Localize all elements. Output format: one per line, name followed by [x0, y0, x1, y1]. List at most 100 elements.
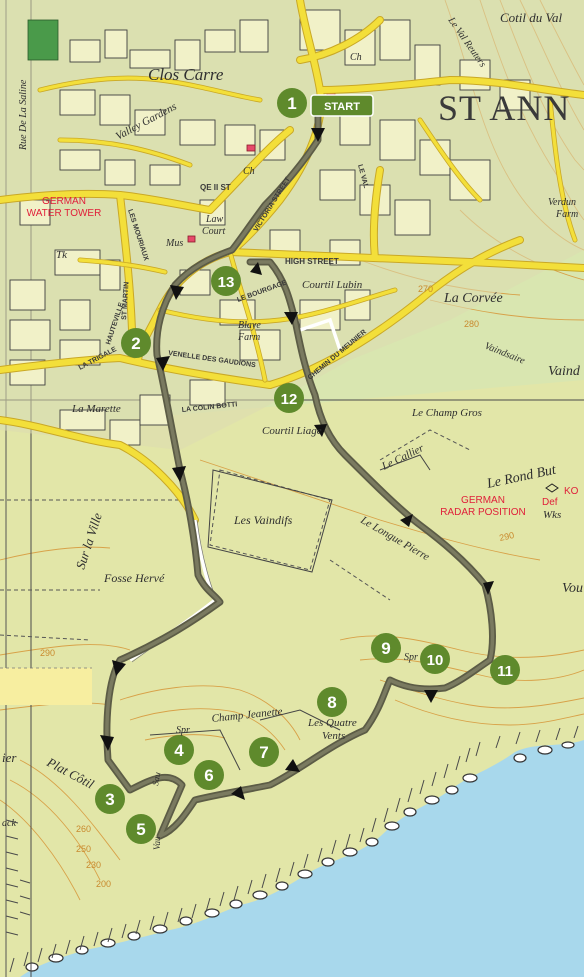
- contour-label-230: 230: [86, 860, 101, 870]
- waypoint-10: 10: [420, 644, 450, 674]
- start-marker: START: [310, 94, 374, 117]
- label-verdun: Verdun: [548, 197, 576, 208]
- road-network: [0, 0, 584, 524]
- label-high-street: HIGH STREET: [285, 257, 339, 266]
- waypoint-circle: [249, 737, 279, 767]
- label-les-vaindifs: Les Vaindifs: [233, 513, 293, 527]
- airfield-strip: [0, 668, 92, 705]
- label-wks: Wks: [543, 509, 561, 521]
- waypoint-circle: [274, 383, 304, 413]
- waypoint-circle: [95, 784, 125, 814]
- waypoint-circle: [121, 328, 151, 358]
- label-vaind: Vaind: [548, 364, 581, 379]
- waypoint-13: 13: [211, 266, 241, 296]
- waypoint-number: 10: [427, 652, 444, 669]
- contour-label-200: 200: [96, 879, 111, 889]
- waypoint-5: 5: [126, 814, 156, 844]
- waypoint-3: 3: [95, 784, 125, 814]
- label-ch-2: Ch: [350, 52, 362, 63]
- waypoint-number: 1: [287, 94, 296, 113]
- label-courtil-lubin: Courtil Lubin: [302, 279, 363, 291]
- waypoint-circle: [277, 88, 307, 118]
- contour-label-260: 260: [76, 824, 91, 834]
- label-german-water: GERMAN: [42, 196, 86, 207]
- label-cotil-du-val: Cotil du Val: [500, 10, 563, 25]
- label-qe-ii-st: QE II ST: [200, 183, 231, 192]
- label-court: Court: [202, 226, 226, 237]
- waypoint-circle: [194, 760, 224, 790]
- label-fosse-herve: Fosse Hervé: [103, 571, 165, 585]
- waypoint-circle: [420, 644, 450, 674]
- sea: [20, 740, 584, 977]
- label-sau: Sau: [150, 771, 162, 787]
- waypoint-number: 4: [174, 741, 184, 760]
- waypoint-8: 8: [317, 687, 347, 717]
- waypoint-circle: [126, 814, 156, 844]
- label-law: Law: [205, 214, 224, 225]
- label-spr-1: Spr: [176, 725, 190, 736]
- label-water-tower: WATER TOWER: [27, 208, 102, 219]
- label-courtil-liage: Courtil Liage: [262, 425, 322, 437]
- label-vents: Vents: [322, 730, 345, 742]
- label-german-radar: GERMAN: [461, 495, 505, 506]
- label-vau: Vau: [152, 836, 162, 850]
- label-rue-saline: Rue De La Saline: [18, 79, 29, 151]
- waypoint-number: 3: [105, 790, 114, 809]
- label-blaye: Blaye: [238, 320, 261, 331]
- label-def: Def: [542, 497, 558, 508]
- waypoint-2: 2: [121, 328, 151, 358]
- label-ack: ack: [2, 818, 16, 829]
- waypoint-4: 4: [164, 735, 194, 765]
- waypoint-11: 11: [490, 655, 520, 685]
- waypoint-number: 2: [131, 334, 140, 353]
- waypoint-12: 12: [274, 383, 304, 413]
- waypoint-number: 7: [259, 743, 268, 762]
- label-la-marette: La Marette: [71, 403, 121, 415]
- west-cliff-hachures: [5, 819, 31, 936]
- label-ier: ier: [2, 750, 17, 765]
- contour-label-250: 250: [76, 844, 91, 854]
- waypoint-number: 6: [204, 766, 213, 785]
- label-st-martin: ST MARTIN: [121, 282, 131, 321]
- waypoint-7: 7: [249, 737, 279, 767]
- waypoint-9: 9: [371, 633, 401, 663]
- waypoint-circle: [371, 633, 401, 663]
- contour-label-270: 270: [418, 284, 433, 294]
- town-label: ST ANN: [438, 88, 570, 128]
- waypoint-circle: [211, 266, 241, 296]
- waypoint-6: 6: [194, 760, 224, 790]
- waypoint-number: 11: [497, 663, 513, 680]
- label-radar-position: RADAR POSITION: [440, 507, 526, 518]
- rocky-shoreline: [25, 741, 575, 972]
- water-tower-park: [27, 19, 59, 61]
- label-tk: Tk: [56, 249, 68, 261]
- label-vou: Vou: [562, 581, 583, 596]
- cliff-hachures: [9, 725, 579, 973]
- waypoint-circle: [317, 687, 347, 717]
- label-le-champ-gros: Le Champ Gros: [411, 407, 482, 419]
- waypoint-number: 12: [281, 391, 298, 408]
- label-mus: Mus: [165, 238, 183, 249]
- waypoint-number: 8: [327, 693, 336, 712]
- label-ko: KO: [564, 486, 579, 497]
- label-la-corvee: La Corvée: [443, 291, 503, 306]
- label-les-quatre: Les Quatre: [307, 717, 357, 729]
- radar-symbol: [545, 483, 559, 493]
- field-hedges: [149, 454, 431, 771]
- contour-label-280: 280: [464, 319, 479, 329]
- waypoint-number: 13: [218, 274, 235, 291]
- start-label: START: [324, 101, 360, 113]
- label-ch-1: Ch: [243, 166, 255, 177]
- field-boundaries: [0, 429, 471, 641]
- route-direction-arrows: [100, 128, 494, 800]
- waypoint-number: 9: [381, 639, 390, 658]
- waypoint-number: 5: [136, 820, 145, 839]
- label-clos-carre: Clos Carre: [148, 65, 224, 84]
- waypoint-circle: [164, 735, 194, 765]
- waypoint-1: 1: [277, 88, 307, 118]
- waypoint-circle: [490, 655, 520, 685]
- label-spr-2: Spr: [404, 652, 418, 663]
- label-blaye-farm: Farm: [237, 332, 260, 343]
- contour-label-290-east: 290: [498, 530, 515, 543]
